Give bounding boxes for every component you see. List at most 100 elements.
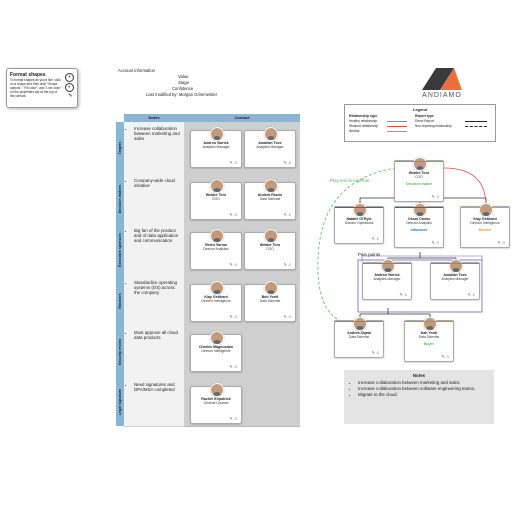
contact-title: Director Analytics <box>203 247 229 251</box>
healthy-relationship-line <box>317 167 397 325</box>
row-label-text: Legal signature <box>118 388 122 416</box>
contact-name: Rachel Kirpatrick <box>201 397 231 401</box>
contact-name: Webbe Toro <box>259 243 281 247</box>
card-actions-icon[interactable]: ✎ ☺ <box>371 236 380 241</box>
row-label: Legal signature <box>116 378 124 426</box>
avatar <box>210 331 224 345</box>
contact-title: General Counsel <box>203 401 229 405</box>
node-accent-bar <box>431 263 479 265</box>
card-actions-icon[interactable]: ✎ ☺ <box>467 292 476 297</box>
card-actions-icon[interactable]: ✎ ☺ <box>283 262 292 267</box>
format-shapes-tooltip: Format shapes To format shapes as you'd … <box>6 68 78 108</box>
gather-annotation: Play tennis together <box>330 178 370 183</box>
card-actions-icon[interactable]: ✎ ☺ <box>441 354 450 359</box>
notes-column-header: Notes <box>124 114 184 122</box>
card-actions-icon[interactable]: ✎ ☺ <box>371 350 380 355</box>
card-actions-icon[interactable]: ✎ ☺ <box>283 160 292 165</box>
avatar <box>210 383 224 397</box>
contact-name: Anadian Tove <box>443 273 467 277</box>
contact-title: Director Analytics <box>406 221 432 225</box>
note-item: Migrate to the cloud. <box>358 392 475 398</box>
note-item: Increase collaboration between marketing… <box>358 380 475 386</box>
card-actions-icon[interactable]: ✎ ☺ <box>431 240 440 245</box>
pain-points-annotation: Pain points <box>358 252 381 257</box>
contact-name: Andrea Fazzio <box>257 193 283 197</box>
node-accent-bar <box>405 321 453 323</box>
card-actions-icon[interactable]: ✎ ☺ <box>283 314 292 319</box>
account-heading: Account information <box>118 68 156 73</box>
card-actions-icon[interactable]: ✎ ☺ <box>497 240 506 245</box>
card-actions-icon[interactable]: ✎ ☺ <box>229 212 238 217</box>
legend-title: Legend <box>412 107 428 112</box>
contact-name: Andrea Zajata <box>347 331 371 335</box>
contact-title: Analytics Manager <box>202 145 230 149</box>
card-actions-icon[interactable]: ✎ ☺ <box>431 194 440 199</box>
card-actions-icon[interactable]: ✎ ☺ <box>229 416 238 421</box>
row-label-text: Targets <box>118 141 122 155</box>
card-actions-icon[interactable]: ✎ ☺ <box>283 212 292 217</box>
contact-title: Analytics Manager <box>256 145 284 149</box>
notes-cell: Increase collaboration between marketing… <box>124 122 184 175</box>
row-label-text: Executive sponsors <box>118 233 122 267</box>
card-actions-icon[interactable]: ✎ ☺ <box>399 292 408 297</box>
avatar <box>413 157 427 171</box>
director-report-lines <box>387 252 457 264</box>
node-tag: Blocker <box>478 228 492 232</box>
row-note: Need signatures and DPA/MSA completed <box>134 382 180 392</box>
notes-cell: Standardize operating systems (OS) acros… <box>124 276 184 327</box>
last-modified: Last modified by: Morgan Grimmelster <box>146 92 217 97</box>
contact-name: Klay Gebhard <box>473 217 497 221</box>
card-actions-icon[interactable]: ✎ ☺ <box>229 262 238 267</box>
node-tag: Influencer <box>410 228 428 232</box>
avatar <box>381 259 395 273</box>
avatar <box>353 317 367 331</box>
contact-title: Data Scientist <box>259 299 281 303</box>
notes-title: Notes <box>412 373 426 378</box>
fill-color-icon: ◐ <box>65 83 74 92</box>
node-accent-bar <box>395 161 443 163</box>
stakeholder-matrix: Notes Contact TargetsIncrease collaborat… <box>116 114 300 427</box>
legend-line-neutral <box>387 131 407 132</box>
notes-cell: Need signatures and DPA/MSA completed <box>124 378 184 427</box>
avatar <box>353 203 367 217</box>
avatar <box>210 179 224 193</box>
contact-name: Belen Varma <box>205 243 227 247</box>
contact-title: Director Intelligence <box>201 299 231 303</box>
contact-title: COO <box>266 247 274 251</box>
card-actions-icon[interactable]: ✎ ☺ <box>229 364 238 369</box>
card-actions-icon[interactable]: ✎ ☺ <box>229 160 238 165</box>
contact-title: Data Scientist <box>348 335 370 339</box>
contact-title: Analytics Manager <box>441 277 469 281</box>
card-actions-icon[interactable]: ✎ ☺ <box>229 314 238 319</box>
tooltip-body: To format shapes as you'd like, click on… <box>10 78 62 98</box>
legend-relationship-heading: Relationship type <box>349 114 378 118</box>
contact-title: Director Intelligence <box>201 349 231 353</box>
row-label-text: Decision makers <box>118 184 122 214</box>
strained-relationship-line <box>443 167 487 207</box>
notes-cell: Must approve all cloud data products <box>124 326 184 379</box>
contact-title: Analytics Manager <box>373 277 401 281</box>
